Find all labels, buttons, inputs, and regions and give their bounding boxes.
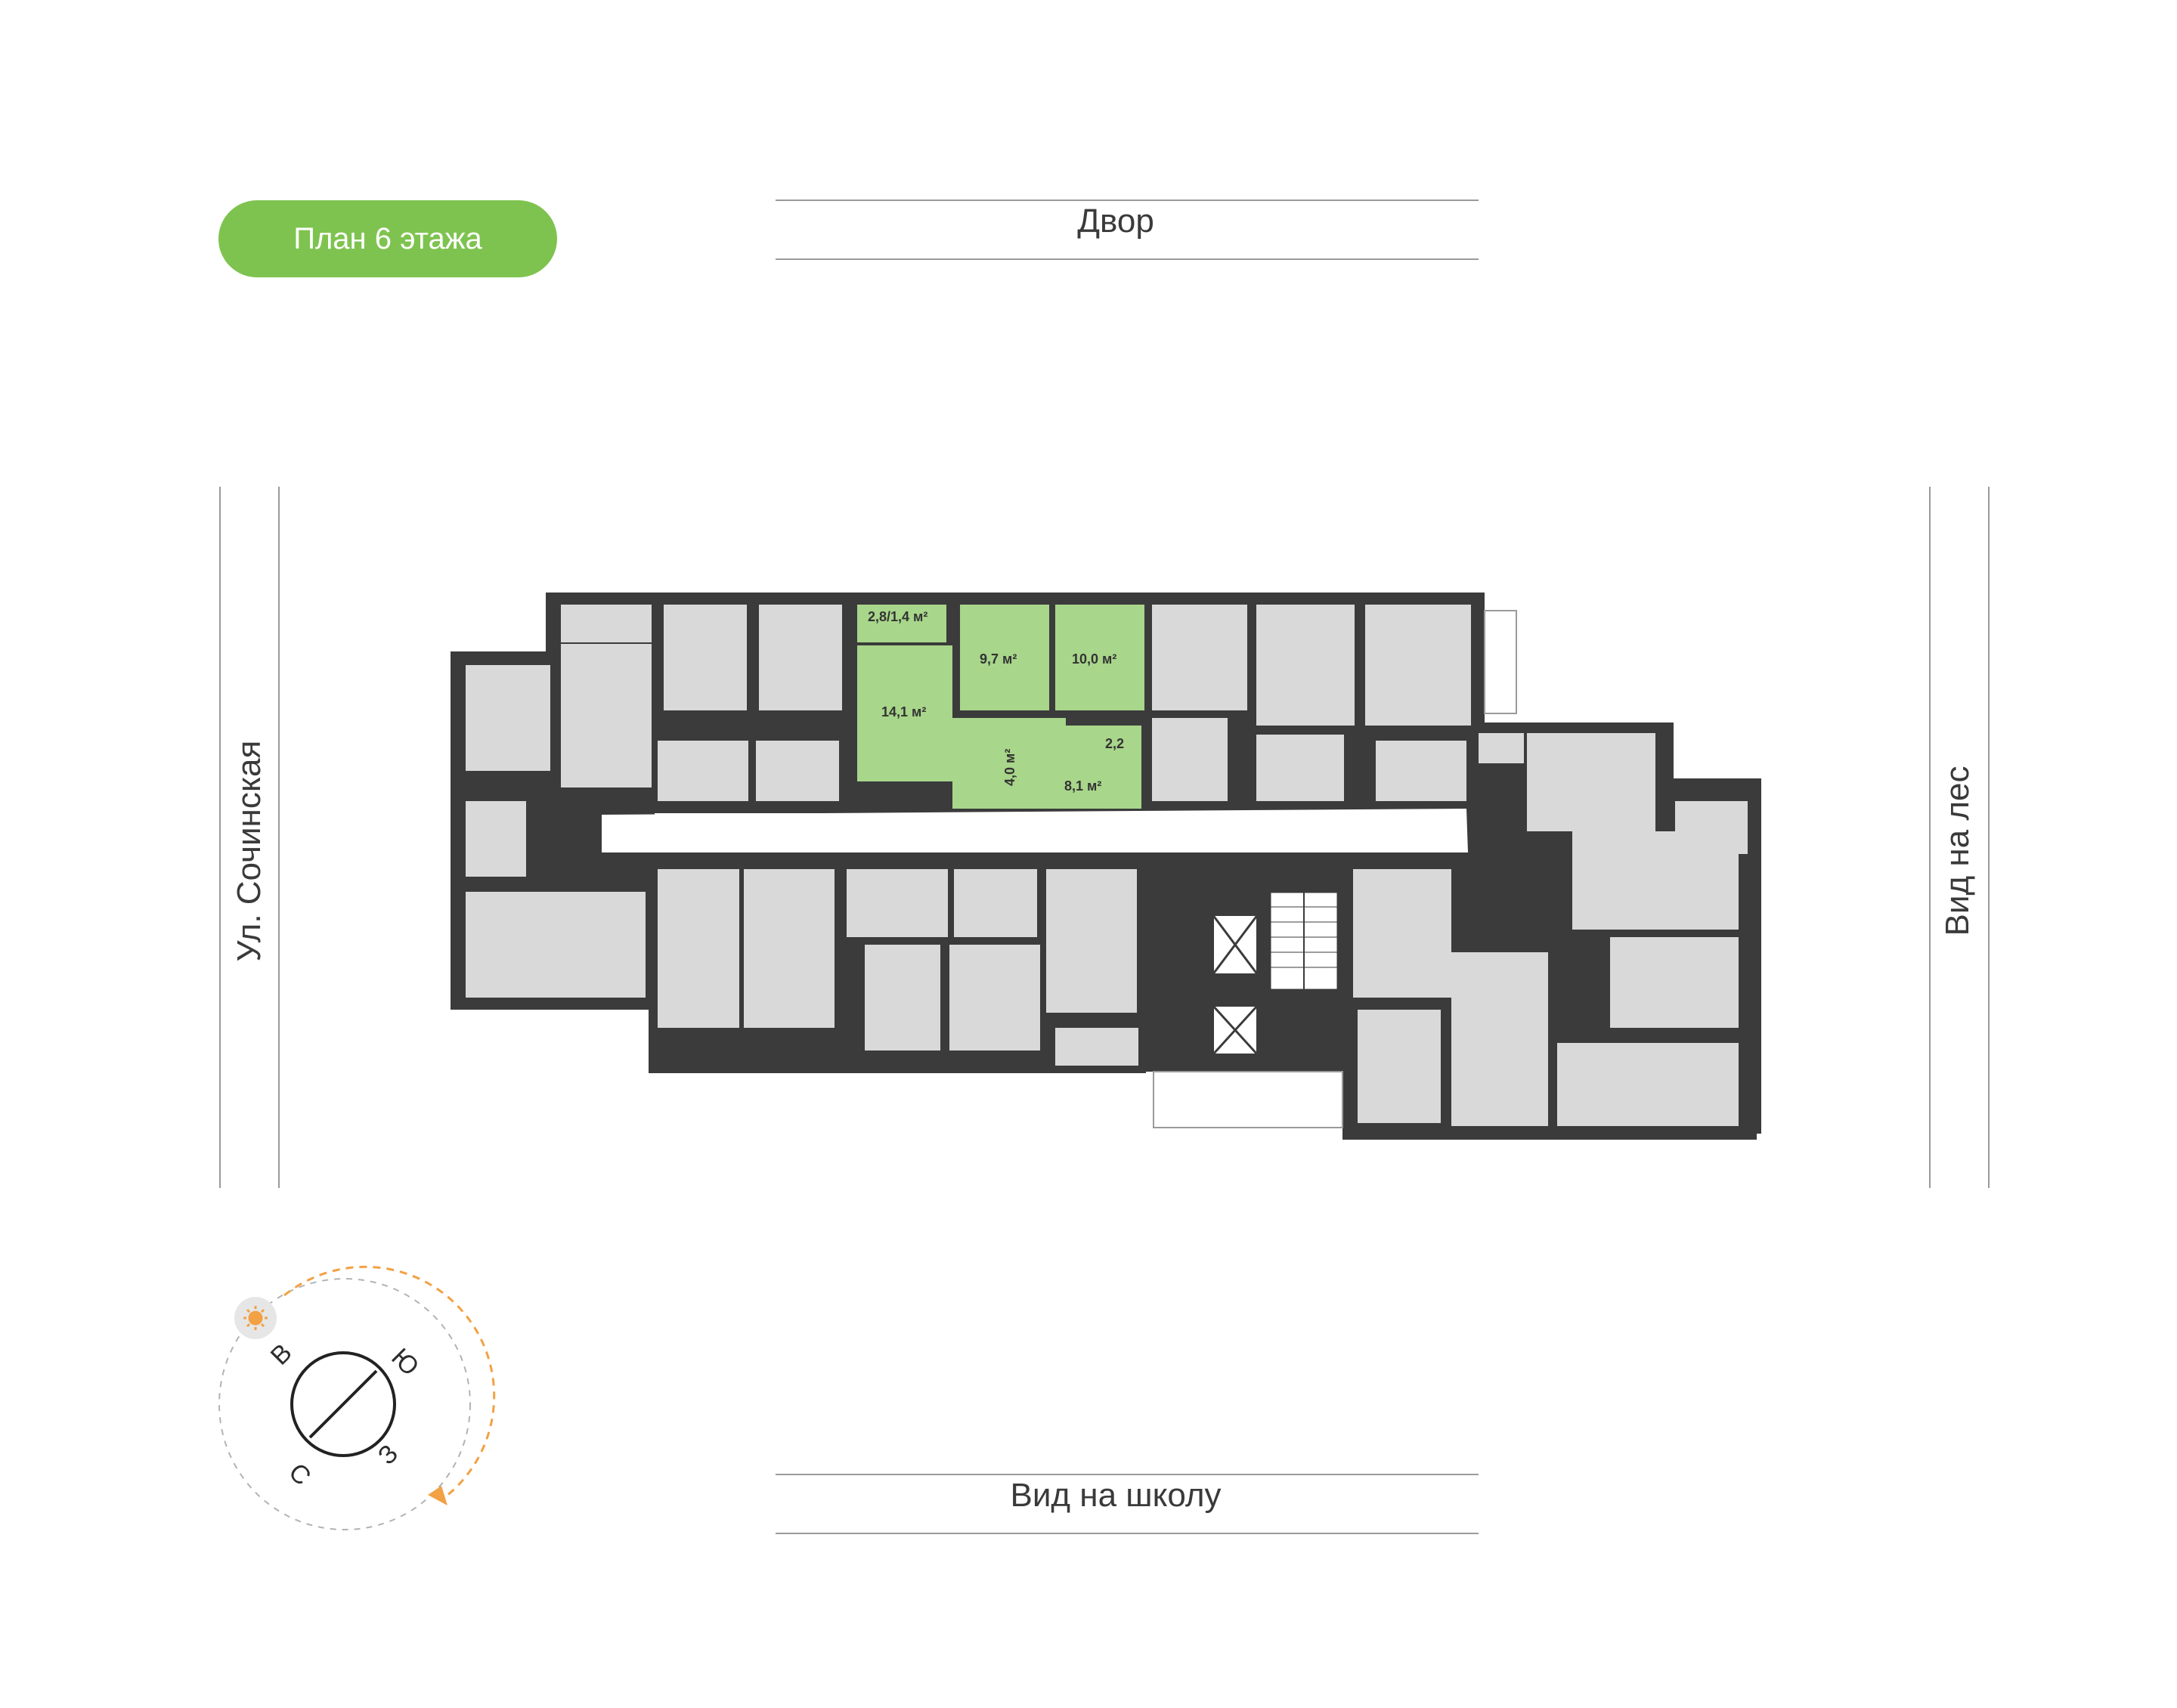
compass-needle <box>308 1369 378 1439</box>
apt-room-1 <box>960 605 1049 710</box>
floor-badge-label: План 6 этажа <box>293 221 482 255</box>
left-line-outer <box>219 487 221 1188</box>
sun-icon <box>243 1306 268 1330</box>
room <box>466 801 526 877</box>
room <box>1479 733 1524 763</box>
apt-loggia <box>857 605 946 642</box>
room <box>658 741 748 801</box>
apt-hall <box>952 718 1066 809</box>
room <box>466 665 550 771</box>
label-courtyard: Двор <box>1077 203 1154 240</box>
area-label-bath-1: 2,2 <box>1105 736 1124 751</box>
room <box>1675 801 1748 854</box>
area-label-room-2: 10,0 м² <box>1072 651 1116 667</box>
room <box>1256 605 1355 726</box>
rooms <box>466 605 1748 1126</box>
room <box>1055 1028 1138 1066</box>
room <box>1358 1010 1441 1123</box>
compass: В Ю З С <box>218 1265 496 1530</box>
sun-path-arc <box>283 1265 496 1498</box>
room <box>954 869 1037 937</box>
area-label-loggia: 2,8/1,4 м² <box>868 609 927 624</box>
room <box>1365 605 1471 726</box>
sun-path-arrow-icon <box>428 1486 447 1505</box>
room <box>561 644 652 787</box>
room <box>1527 733 1655 831</box>
room <box>865 945 940 1050</box>
area-label-kitchen: 14,1 м² <box>881 704 926 719</box>
label-school-view: Вид на школу <box>1010 1477 1222 1514</box>
room <box>1557 1043 1739 1126</box>
room <box>1376 741 1466 801</box>
top-line-lower <box>776 258 1479 260</box>
area-label-room-1: 9,7 м² <box>980 651 1017 667</box>
room <box>1451 952 1548 1126</box>
room <box>865 869 948 937</box>
apt-kitchen <box>857 645 952 781</box>
stair-core <box>1211 890 1339 1057</box>
room <box>1256 735 1344 801</box>
room <box>1152 605 1247 710</box>
south-balcony <box>1153 1071 1343 1128</box>
room <box>1353 869 1451 998</box>
room <box>759 605 842 710</box>
room <box>466 892 646 998</box>
room <box>949 945 1040 1050</box>
corridor <box>602 809 1468 852</box>
compass-orbit <box>218 1278 471 1530</box>
area-label-hall: 8,1 м² <box>1064 778 1101 794</box>
bottom-line-lower <box>776 1533 1479 1534</box>
room <box>664 605 747 710</box>
area-labels: 2,8/1,4 м² 9,7 м² 10,0 м² 14,1 м² 2,2 8,… <box>868 609 1124 794</box>
room <box>1046 869 1137 1013</box>
apt-room-2 <box>1055 605 1144 710</box>
right-line-inner <box>1929 487 1931 1188</box>
room <box>1152 718 1228 801</box>
left-line-inner <box>278 487 280 1188</box>
compass-north: С <box>283 1458 316 1491</box>
top-line-upper <box>776 200 1479 201</box>
bottom-line-upper <box>776 1474 1479 1475</box>
area-label-bath-2: 4,0 м² <box>1002 749 1017 786</box>
room <box>658 869 739 1028</box>
compass-south: Ю <box>386 1343 424 1382</box>
room <box>561 605 652 642</box>
compass-east: В <box>265 1338 298 1371</box>
right-line-outer <box>1988 487 1990 1188</box>
north-east-balcony <box>1484 610 1517 714</box>
room <box>756 741 839 801</box>
room <box>1610 937 1739 1028</box>
highlighted-apartment <box>857 605 1144 809</box>
room <box>744 869 835 1028</box>
floor-badge: План 6 этажа <box>218 200 557 277</box>
apt-hall-2 <box>1066 726 1141 809</box>
